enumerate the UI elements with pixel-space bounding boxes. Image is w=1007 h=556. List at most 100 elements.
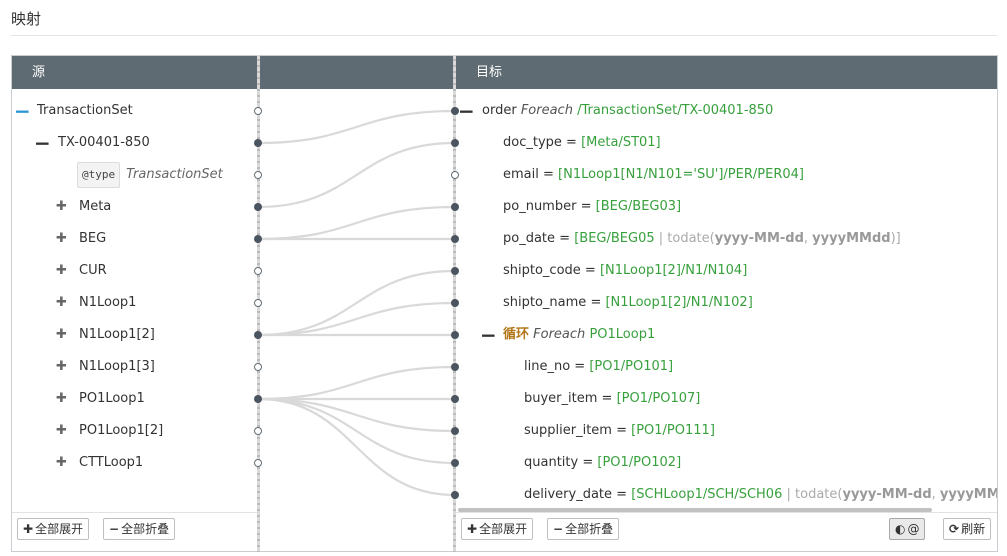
expand-icon[interactable]: ✚ bbox=[56, 295, 67, 310]
target-connector-dot[interactable] bbox=[451, 459, 459, 467]
source-connector-dot[interactable] bbox=[254, 459, 262, 467]
source-node-cur[interactable]: CUR bbox=[79, 261, 107, 281]
source-node-label: Meta bbox=[79, 199, 112, 214]
mapping-line[interactable] bbox=[257, 397, 456, 465]
source-node-beg[interactable]: BEG bbox=[79, 229, 106, 249]
mapping-line[interactable] bbox=[257, 365, 456, 401]
target-field-shipto-name[interactable]: shipto_name = [N1Loop1[2]/N1/N102] bbox=[503, 293, 753, 313]
expand-icon[interactable]: ✚ bbox=[56, 423, 67, 438]
target-field-line-no[interactable]: line_no = [PO1/PO101] bbox=[524, 357, 673, 377]
target-field-delivery-date[interactable]: delivery_date = [SCHLoop1/SCH/SCH06 | to… bbox=[524, 485, 997, 505]
source-node-meta[interactable]: Meta bbox=[79, 197, 111, 217]
target-field-buyer-item[interactable]: buyer_item = [PO1/PO107] bbox=[524, 389, 700, 409]
field-name: supplier_item bbox=[524, 423, 612, 438]
equals-sign: = bbox=[590, 295, 602, 310]
expand-icon[interactable]: ✚ bbox=[56, 327, 67, 342]
source-connector-dot[interactable] bbox=[254, 299, 262, 307]
horizontal-scrollbar[interactable] bbox=[458, 508, 932, 512]
source-connector-dot[interactable] bbox=[254, 171, 262, 179]
source-connector-dot[interactable] bbox=[254, 235, 262, 243]
target-field-shipto-code[interactable]: shipto_code = [N1Loop1[2]/N1/N104] bbox=[503, 261, 747, 281]
target-connector-dot[interactable] bbox=[451, 395, 459, 403]
source-node-label: N1Loop1[2] bbox=[79, 327, 155, 342]
function-arg: yyyyMMdd bbox=[939, 487, 997, 502]
target-connector-dot[interactable] bbox=[451, 267, 459, 275]
mapping-line[interactable] bbox=[257, 301, 456, 337]
source-expand-all-button[interactable]: ✚全部展开 bbox=[17, 518, 90, 540]
source-node-n1loop1-3[interactable]: N1Loop1[3] bbox=[79, 357, 155, 377]
target-field-doc-type[interactable]: doc_type = [Meta/ST01] bbox=[503, 133, 661, 153]
source-node-po1loop1-2[interactable]: PO1Loop1[2] bbox=[79, 421, 163, 441]
equals-sign: = bbox=[543, 167, 554, 182]
source-node-label: CTTLoop1 bbox=[79, 455, 144, 470]
target-collapse-all-button[interactable]: −全部折叠 bbox=[547, 518, 620, 540]
collapse-icon[interactable]: − bbox=[14, 99, 31, 123]
target-node-order[interactable]: order Foreach /TransactionSet/TX-00401-8… bbox=[482, 101, 773, 121]
function-arg: yyyyMMdd bbox=[812, 231, 891, 246]
target-connector-dot[interactable] bbox=[451, 491, 459, 499]
expand-icon[interactable]: ✚ bbox=[56, 231, 67, 246]
source-node-tx[interactable]: TX-00401-850 bbox=[58, 133, 150, 153]
expand-icon[interactable]: ✚ bbox=[56, 263, 67, 278]
target-connector-dot[interactable] bbox=[451, 331, 459, 339]
attribute-toggle-button[interactable]: ◐@ bbox=[889, 518, 926, 540]
target-connector-dot[interactable] bbox=[451, 203, 459, 211]
source-connector-dot[interactable] bbox=[254, 395, 262, 403]
mapping-line[interactable] bbox=[257, 141, 456, 209]
target-connector-dot[interactable] bbox=[451, 139, 459, 147]
expand-icon[interactable]: ✚ bbox=[56, 359, 67, 374]
target-field-po-number[interactable]: po_number = [BEG/BEG03] bbox=[503, 197, 681, 217]
collapse-icon[interactable]: − bbox=[458, 99, 475, 123]
target-field-email[interactable]: email = [N1Loop1[N1/N101='SU']/PER/PER04… bbox=[503, 165, 804, 185]
target-expand-all-button[interactable]: ✚全部展开 bbox=[461, 518, 534, 540]
refresh-button[interactable]: ⟳刷新 bbox=[943, 518, 992, 540]
target-node-loop[interactable]: 循环 Foreach PO1Loop1 bbox=[503, 325, 655, 345]
button-label: 全部折叠 bbox=[565, 522, 614, 536]
target-connector-dot[interactable] bbox=[451, 171, 459, 179]
target-connector-dot[interactable] bbox=[451, 427, 459, 435]
source-connector-dot[interactable] bbox=[254, 139, 262, 147]
equals-sign: = bbox=[601, 391, 613, 406]
field-expression: [Meta/ST01] bbox=[581, 135, 661, 150]
mapping-line[interactable] bbox=[257, 269, 456, 337]
mapping-line[interactable] bbox=[257, 109, 456, 145]
plus-icon: ✚ bbox=[23, 522, 34, 536]
target-connector-dot[interactable] bbox=[451, 235, 459, 243]
source-connector-dot[interactable] bbox=[254, 331, 262, 339]
target-node-name: order bbox=[482, 103, 517, 118]
expand-icon[interactable]: ✚ bbox=[56, 391, 67, 406]
mapping-line[interactable] bbox=[257, 397, 456, 433]
source-connector-dot[interactable] bbox=[254, 203, 262, 211]
target-connector-dot[interactable] bbox=[451, 363, 459, 371]
toggle-icon: ◐ bbox=[895, 522, 906, 536]
target-connector-dot[interactable] bbox=[451, 299, 459, 307]
target-connector-dot[interactable] bbox=[451, 107, 459, 115]
source-node-label: BEG bbox=[79, 231, 107, 246]
target-field-po-date[interactable]: po_date = [BEG/BEG05 | todate(yyyy-MM-dd… bbox=[503, 229, 901, 249]
source-connector-dot[interactable] bbox=[254, 427, 262, 435]
source-connector-dot[interactable] bbox=[254, 267, 262, 275]
target-field-supplier-item[interactable]: supplier_item = [PO1/PO111] bbox=[524, 421, 715, 441]
source-node-cttloop1[interactable]: CTTLoop1 bbox=[79, 453, 143, 473]
source-connector-dot[interactable] bbox=[254, 363, 262, 371]
expand-icon[interactable]: ✚ bbox=[56, 455, 67, 470]
source-node-po1loop1[interactable]: PO1Loop1 bbox=[79, 389, 145, 409]
equals-sign: = bbox=[616, 487, 628, 502]
mapping-line[interactable] bbox=[257, 397, 456, 497]
source-node-transactionset[interactable]: TransactionSet bbox=[37, 101, 133, 121]
button-label: 刷新 bbox=[961, 522, 986, 536]
collapse-icon[interactable]: − bbox=[34, 131, 51, 155]
source-connector-dot[interactable] bbox=[254, 107, 262, 115]
source-panel: 源 bbox=[11, 55, 259, 552]
collapse-icon[interactable]: − bbox=[480, 323, 497, 347]
field-expression: [N1Loop1[2]/N1/N102] bbox=[605, 295, 753, 310]
target-field-quantity[interactable]: quantity = [PO1/PO102] bbox=[524, 453, 681, 473]
source-collapse-all-button[interactable]: −全部折叠 bbox=[103, 518, 176, 540]
expand-icon[interactable]: ✚ bbox=[56, 199, 67, 214]
function-name: todate bbox=[667, 231, 710, 246]
source-node-n1loop1[interactable]: N1Loop1 bbox=[79, 293, 136, 313]
source-node-n1loop1-2[interactable]: N1Loop1[2] bbox=[79, 325, 155, 345]
mapping-line[interactable] bbox=[257, 205, 456, 241]
equals-sign: = bbox=[559, 231, 571, 246]
